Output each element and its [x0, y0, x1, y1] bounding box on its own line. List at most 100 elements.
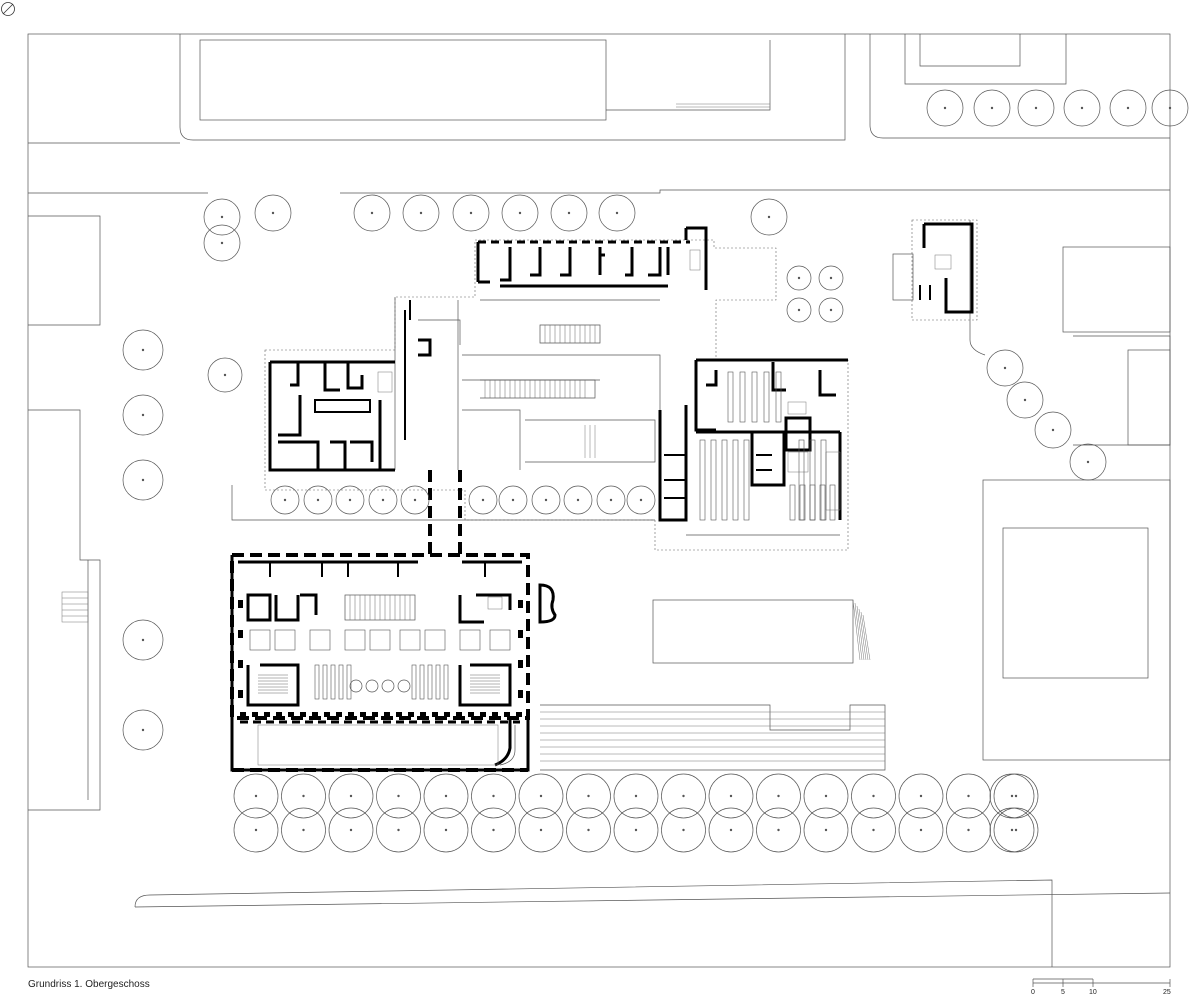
tree-trunk: [729, 794, 733, 798]
terrace-step: [862, 614, 871, 661]
column-mark: [252, 712, 258, 717]
tree-trunk: [1014, 828, 1018, 832]
column-mark: [324, 712, 330, 717]
tree: [531, 485, 561, 515]
tree-trunk: [469, 211, 473, 215]
tree-trunk: [919, 828, 923, 832]
tree: [598, 194, 636, 232]
scale-label-25: 25: [1163, 989, 1171, 996]
tree-trunk: [141, 728, 145, 732]
tree-trunk: [990, 106, 994, 110]
tree-trunk: [1010, 794, 1014, 798]
shelf-unit: [789, 484, 796, 521]
tree: [400, 485, 430, 515]
column-mark: [516, 712, 522, 717]
tree: [353, 194, 391, 232]
tree-trunk: [518, 211, 522, 215]
tree-trunk: [370, 211, 374, 215]
column-mark: [504, 712, 510, 717]
tree: [550, 194, 588, 232]
tree-trunk: [302, 794, 305, 798]
tree: [423, 773, 469, 819]
tree-trunk: [220, 215, 224, 219]
tree-trunk: [634, 794, 638, 798]
neighbor-building-top-right: [869, 34, 1170, 139]
tree-trunk: [141, 478, 145, 482]
tree-trunk: [271, 211, 275, 215]
tree-column-west: [122, 329, 164, 751]
shelf-unit: [411, 664, 417, 700]
tree-trunk: [283, 498, 287, 502]
tree-trunk: [609, 498, 613, 502]
tree: [613, 773, 659, 819]
tree: [708, 807, 754, 853]
column-mark: [336, 712, 342, 717]
column-mark: [518, 600, 523, 608]
tree-trunk: [1014, 794, 1018, 798]
column-mark: [420, 712, 426, 717]
library-shelving: [238, 600, 523, 717]
tree-trunk: [254, 828, 258, 832]
column-mark: [360, 712, 366, 717]
tree: [518, 773, 564, 819]
tree: [281, 807, 326, 853]
east-wing: [658, 358, 848, 536]
tree-trunk: [444, 794, 448, 798]
tree: [756, 773, 801, 819]
shelf-unit: [819, 484, 826, 521]
tree: [1034, 411, 1072, 449]
tree-trunk: [829, 308, 833, 312]
tree-trunk: [943, 106, 947, 110]
tree-trunk: [254, 794, 258, 798]
tree-trunk: [397, 794, 400, 798]
tree: [471, 773, 516, 819]
scale-label-5: 5: [1061, 989, 1065, 996]
tree: [786, 265, 812, 291]
shelf-unit: [419, 664, 425, 700]
tree-trunk: [1010, 828, 1014, 832]
column-mark: [348, 712, 354, 717]
column-mark: [238, 600, 243, 608]
tree: [566, 807, 611, 853]
tree: [1151, 89, 1189, 127]
shelf-unit: [721, 439, 728, 521]
tree: [818, 265, 844, 291]
shelf-block: [369, 629, 391, 651]
tree: [233, 807, 279, 853]
shelf-block: [424, 629, 446, 651]
tree-trunk: [576, 498, 580, 502]
column-mark: [312, 712, 318, 717]
scale-label-0: 0: [1031, 989, 1035, 996]
tree-trunk: [349, 794, 353, 798]
tree-trunk: [397, 828, 400, 832]
column-mark: [238, 630, 243, 638]
bridge-connector: [428, 470, 462, 555]
tree: [986, 349, 1024, 387]
tree-trunk: [872, 794, 875, 798]
tree-trunk: [141, 638, 145, 642]
column-mark: [288, 712, 294, 717]
tree-trunk: [492, 794, 495, 798]
tree-trunk: [615, 211, 619, 215]
tree: [756, 807, 801, 853]
column-mark: [518, 690, 523, 698]
tree: [1006, 381, 1044, 419]
scale-label-10: 10: [1089, 989, 1097, 996]
east-wing-shelving: [699, 371, 836, 521]
column-mark: [238, 690, 243, 698]
tree-trunk: [829, 276, 833, 280]
tree: [376, 773, 421, 819]
site-frame: [27, 33, 1171, 968]
tree: [498, 485, 528, 515]
tree-trunk: [567, 211, 571, 215]
shelf-unit: [775, 371, 782, 423]
tree-trunk: [1034, 106, 1038, 110]
tree-trunk: [767, 215, 771, 219]
shelf-unit: [443, 664, 449, 700]
tree: [335, 485, 365, 515]
shelf-unit: [322, 664, 328, 700]
tree: [973, 89, 1011, 127]
tree: [851, 807, 896, 853]
tree: [661, 807, 706, 853]
tree: [596, 485, 626, 515]
